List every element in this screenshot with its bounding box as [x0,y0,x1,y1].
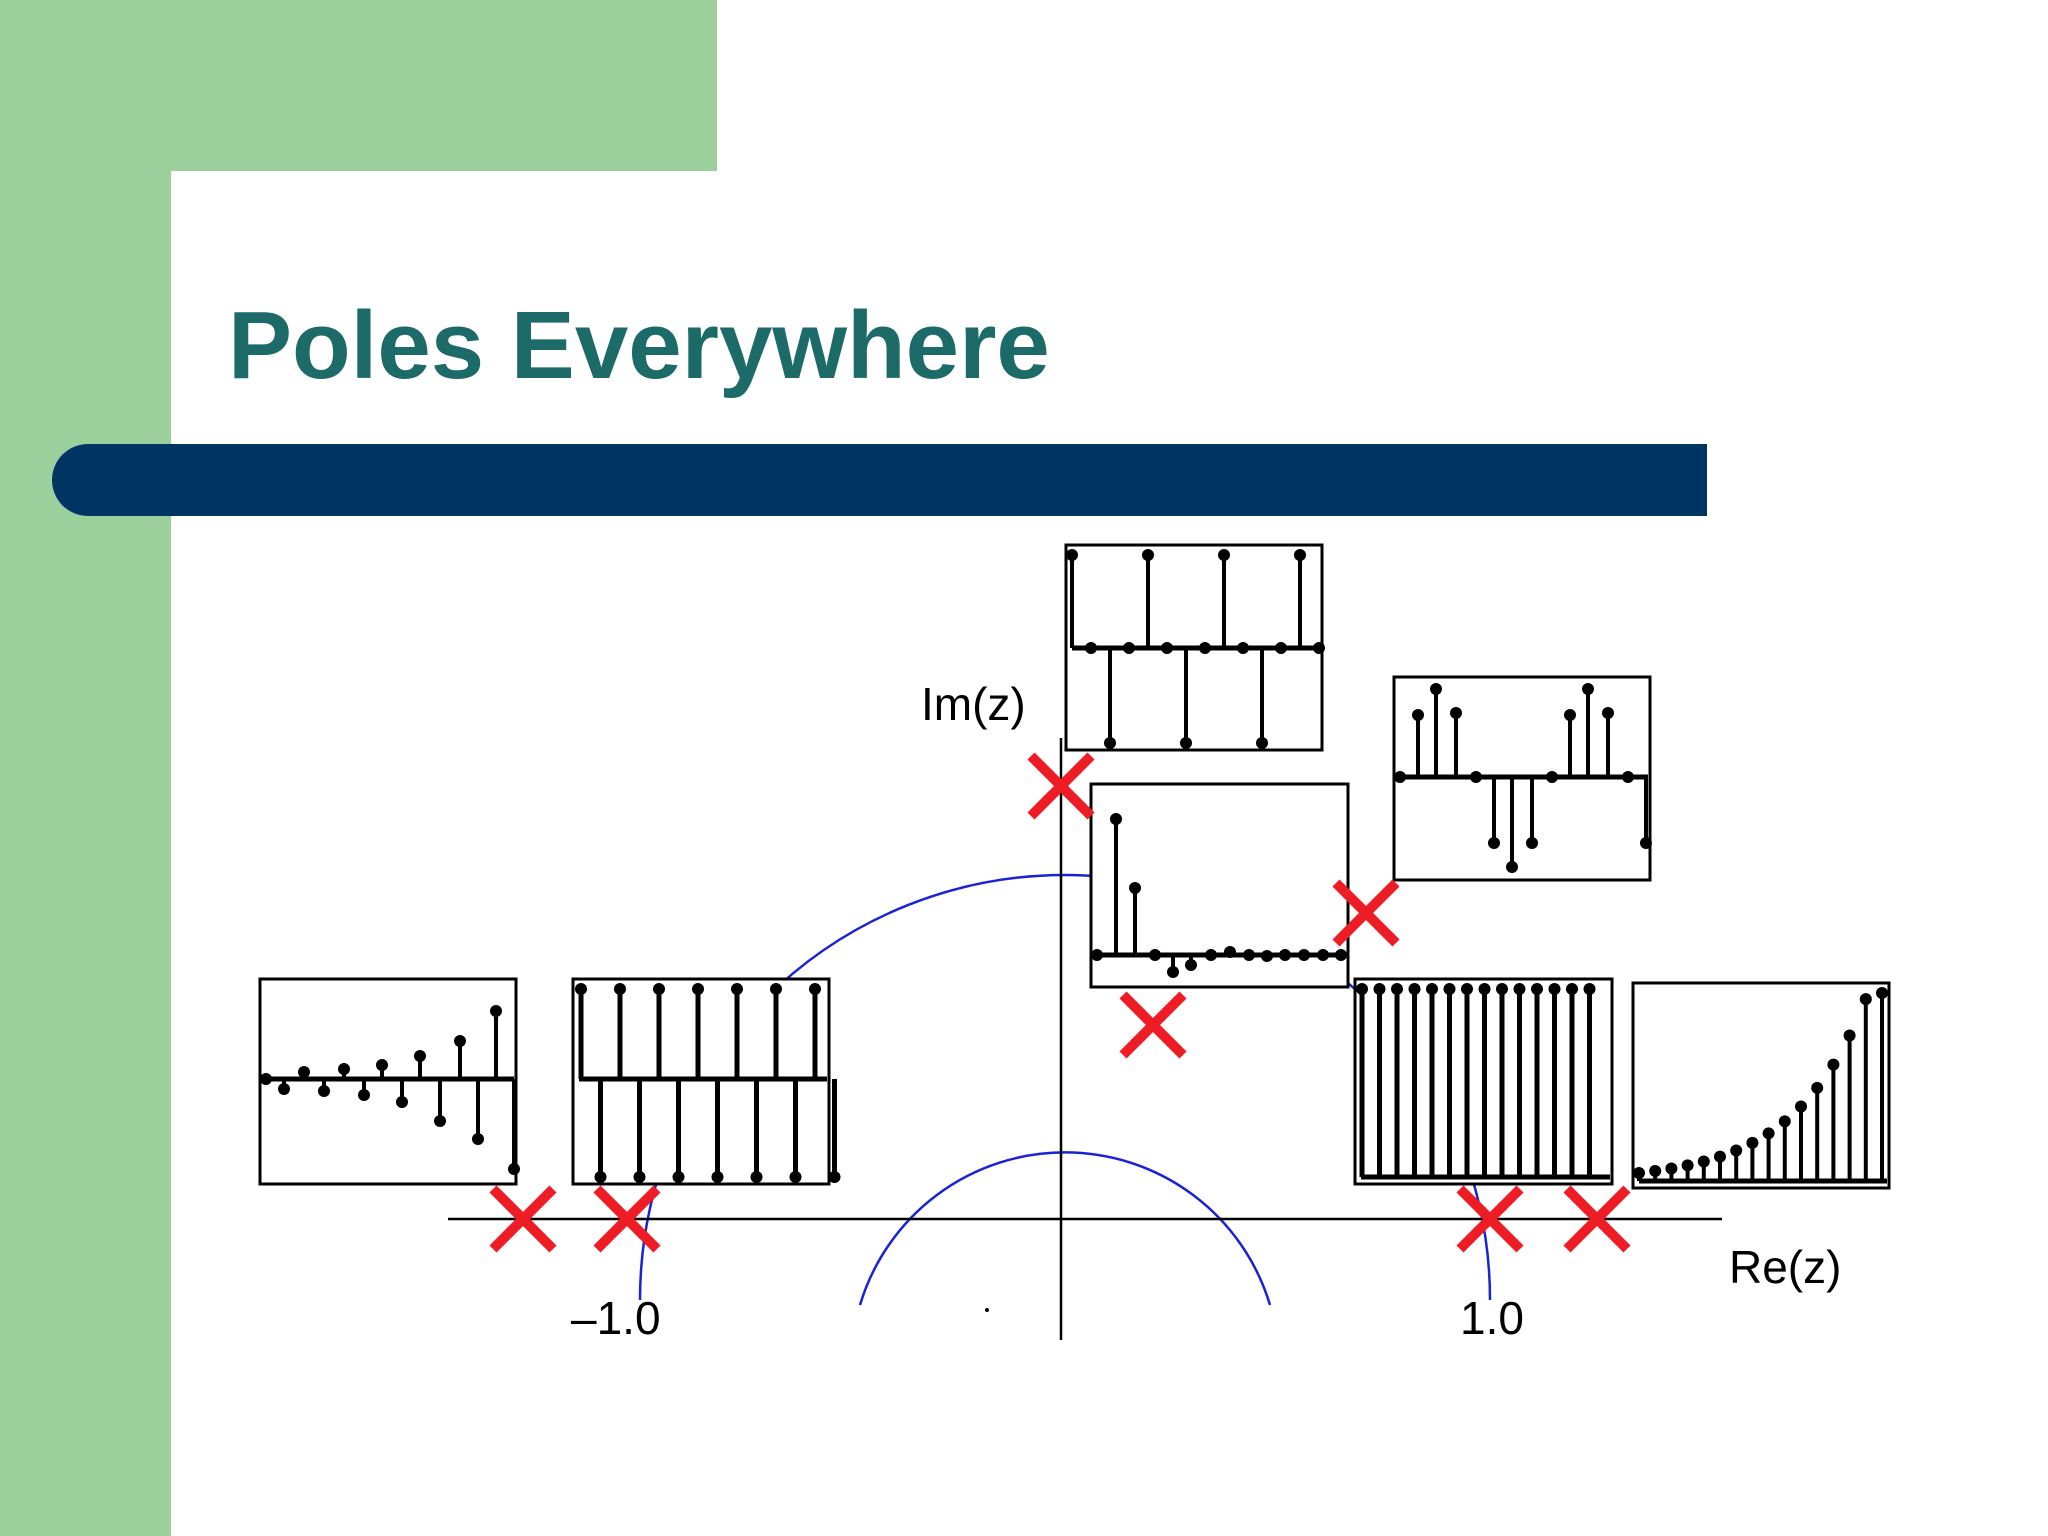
pole-marker-at-pos-one [1456,1185,1524,1253]
impulse-plot-sinusoid [1392,675,1652,882]
pole-marker-outside-left [489,1185,557,1253]
tick-label-pos-one: 1.0 [1460,1292,1524,1344]
title-underline-bar [52,444,1707,516]
tick-label-neg-one: –1.0 [571,1292,661,1344]
background-green-left [0,0,171,1536]
impulse-plot-growing [1631,981,1891,1190]
impulse-plot-growing-alternating [258,977,520,1186]
slide-title: Poles Everywhere [228,292,1050,399]
pole-marker-at-neg-one [593,1185,661,1253]
impulse-plot-constant-step [1353,977,1614,1186]
pole-marker-outside-right [1563,1185,1631,1253]
impulse-plot-decaying [1089,782,1350,989]
imaginary-axis-label: Im(z) [921,678,1026,730]
real-axis-label: Re(z) [1729,1241,1841,1293]
pole-marker-inner-complex [1119,991,1187,1059]
impulse-plot-constant-alternating [571,977,841,1186]
impulse-plot-period-four [1064,543,1325,752]
axis-dot [985,1308,989,1312]
inner-circle-arc [858,1151,1272,1306]
pole-marker-outer-complex [1332,879,1400,947]
pole-marker-on-imag-axis [1027,752,1095,820]
